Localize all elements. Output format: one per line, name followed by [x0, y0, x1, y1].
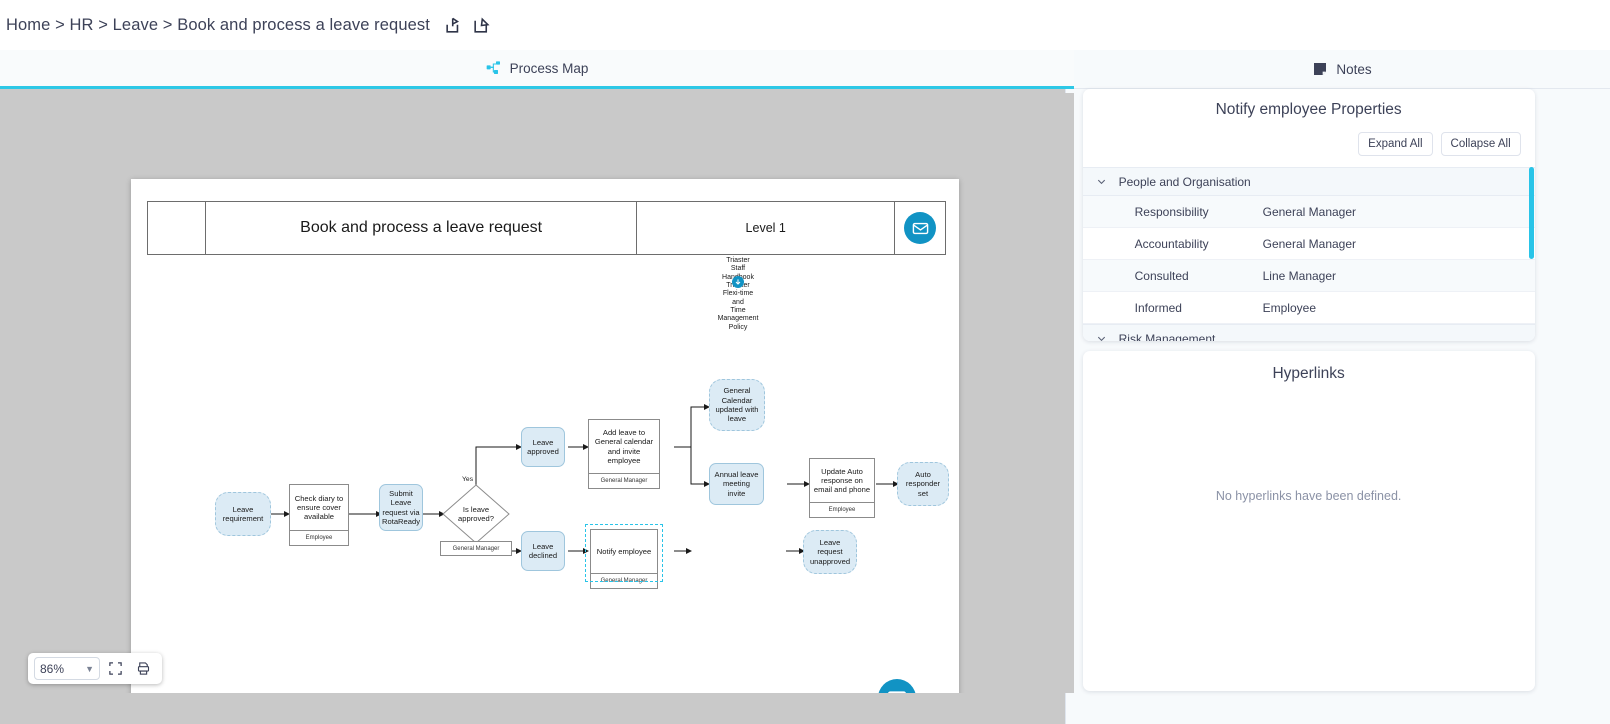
edge-label-yes: Yes [462, 476, 474, 483]
map-page: Book and process a leave request Level 1… [131, 179, 959, 693]
map-header-blank-cell [148, 202, 206, 254]
node-label: Leave request unapproved [809, 538, 851, 566]
chevron-down-icon [1096, 176, 1107, 187]
breadcrumb[interactable]: Home > HR > Leave > Book and process a l… [6, 15, 430, 34]
node-notify-employee[interactable]: Notify employee [590, 529, 658, 574]
map-level: Level 1 [637, 202, 896, 254]
node-role-is-leave-approved: General Manager [440, 541, 512, 556]
tab-process-map-label: Process Map [509, 60, 589, 76]
table-row[interactable]: Responsibility General Manager [1082, 196, 1535, 228]
flow-diagram: Yes No Leave requirement Check diary to … [131, 179, 959, 693]
node-label: Check diary to ensure cover available [294, 493, 344, 522]
properties-actions: Expand All Collapse All [1083, 119, 1535, 167]
tab-strip: Process Map Notes [0, 50, 1610, 89]
node-annual-leave-invite[interactable]: Annual leave meeting invite [709, 463, 764, 505]
property-group-people-and-organisation[interactable]: People and Organisation [1082, 167, 1535, 196]
feedback-widget[interactable]: Feedback [867, 679, 927, 693]
property-group-risk-management[interactable]: Risk Management [1082, 324, 1535, 342]
zoom-level-select[interactable]: 86% ▼ [34, 657, 100, 680]
node-update-auto-response[interactable]: Update Auto response on email and phone [809, 458, 875, 503]
map-title: Book and process a leave request [206, 202, 638, 254]
collapse-all-button[interactable]: Collapse All [1440, 132, 1521, 156]
property-value: General Manager [1262, 204, 1357, 219]
main-area: Book and process a leave request Level 1… [0, 89, 1610, 724]
envelope-icon [878, 679, 916, 693]
node-leave-requirement[interactable]: Leave requirement [215, 492, 271, 536]
property-group-label: Risk Management [1118, 331, 1216, 342]
node-leave-approved[interactable]: Leave approved [521, 427, 565, 467]
attachment-dot-icon[interactable] [732, 276, 744, 288]
node-check-diary[interactable]: Check diary to ensure cover available [289, 484, 349, 531]
node-role-update-auto-response: Employee [809, 503, 875, 518]
edit-icon[interactable] [472, 16, 491, 35]
node-general-calendar-updated[interactable]: General Calendar updated with leave [709, 379, 765, 431]
node-label: Submit Leave request via RotaReady [382, 488, 420, 526]
node-is-leave-approved[interactable]: Is leave approved? [442, 484, 510, 544]
node-label: Leave declined [528, 541, 558, 560]
node-role-add-leave-calendar: General Manager [588, 474, 660, 489]
properties-card: Notify employee Properties Expand All Co… [1082, 89, 1535, 342]
property-name: Consulted [1134, 268, 1189, 283]
zoom-toolbar: 86% ▼ [28, 653, 162, 684]
chevron-down-icon [1096, 333, 1107, 341]
node-label: Is leave approved? [458, 504, 494, 523]
node-add-leave-calendar[interactable]: Add leave to General calendar and invite… [588, 419, 660, 474]
node-leave-declined[interactable]: Leave declined [521, 531, 565, 571]
property-value: Line Manager [1262, 268, 1337, 283]
node-label: Annual leave meeting invite [714, 470, 759, 498]
breadcrumb-actions [444, 16, 491, 35]
process-map-canvas[interactable]: Book and process a leave request Level 1… [0, 89, 1074, 724]
node-label: General Calendar updated with leave [715, 386, 759, 424]
table-row[interactable]: Consulted Line Manager [1082, 260, 1535, 292]
right-panel: Notify employee Properties Expand All Co… [1078, 89, 1610, 724]
envelope-icon [904, 212, 937, 244]
tab-process-map[interactable]: Process Map [0, 50, 1074, 89]
property-name: Accountability [1134, 236, 1209, 251]
canvas-viewport[interactable]: Book and process a leave request Level 1… [14, 93, 1074, 693]
hyperlinks-card: Hyperlinks No hyperlinks have been defin… [1082, 351, 1535, 691]
process-map-icon [486, 60, 502, 76]
node-submit-leave[interactable]: Submit Leave request via RotaReady [379, 484, 423, 531]
breadcrumb-bar: Home > HR > Leave > Book and process a l… [0, 0, 1610, 50]
property-name: Responsibility [1134, 204, 1209, 219]
properties-scrollbar[interactable] [1528, 167, 1534, 259]
node-label: Add leave to General calendar and invite… [594, 427, 654, 465]
node-role-check-diary: Employee [289, 531, 349, 546]
map-header-table: Book and process a leave request Level 1 [147, 201, 946, 255]
node-label: Leave approved [527, 437, 559, 456]
share-icon[interactable] [444, 16, 463, 35]
property-value: Employee [1262, 300, 1316, 315]
node-label: Auto responder set [905, 470, 941, 498]
attached-document-labels: Triaster Staff Handbook Triaster Flexi-t… [686, 257, 790, 333]
properties-title: Notify employee Properties [1215, 101, 1402, 118]
node-label: Notify employee [596, 546, 652, 556]
fit-screen-icon[interactable] [102, 656, 128, 682]
print-icon[interactable] [130, 656, 156, 682]
expand-all-button[interactable]: Expand All [1358, 132, 1433, 156]
property-value: General Manager [1262, 236, 1357, 251]
property-name: Informed [1134, 300, 1182, 315]
property-group-label: People and Organisation [1118, 174, 1251, 189]
hyperlinks-title: Hyperlinks [1272, 365, 1345, 382]
node-label: Update Auto response on email and phone [813, 466, 871, 495]
tab-notes-label: Notes [1336, 61, 1372, 77]
node-leave-request-unapproved[interactable]: Leave request unapproved [803, 530, 857, 574]
map-header-envelope-button[interactable] [895, 202, 945, 254]
node-label: Leave requirement [222, 504, 264, 523]
hyperlinks-empty-message: No hyperlinks have been defined. [1215, 489, 1402, 503]
table-row[interactable]: Informed Employee [1082, 292, 1535, 324]
chevron-down-icon: ▼ [85, 663, 94, 674]
node-role-notify-employee: General Manager [590, 574, 658, 589]
table-row[interactable]: Accountability General Manager [1082, 228, 1535, 260]
notes-icon [1312, 61, 1328, 77]
zoom-level-value: 86% [40, 661, 65, 676]
node-auto-responder-set[interactable]: Auto responder set [897, 462, 949, 506]
tab-notes[interactable]: Notes [1074, 50, 1610, 89]
